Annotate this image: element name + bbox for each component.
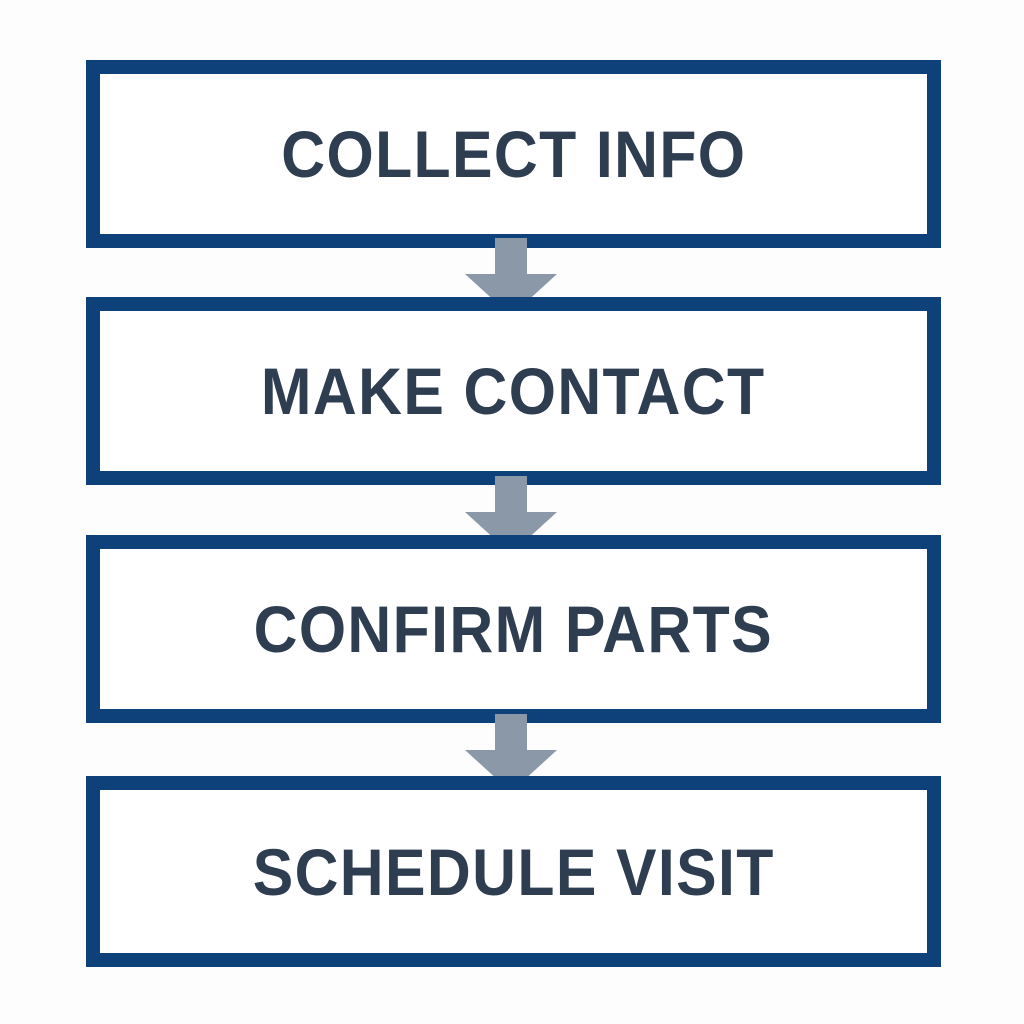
flowchart-step-confirm-parts[interactable]: CONFIRM PARTS (86, 535, 941, 723)
flowchart-step-make-contact[interactable]: MAKE CONTACT (86, 297, 941, 485)
flowchart-step-label: COLLECT INFO (280, 117, 747, 191)
flowchart-step-schedule-visit[interactable]: SCHEDULE VISIT (86, 776, 941, 967)
flowchart-step-label: MAKE CONTACT (261, 354, 766, 428)
flowchart-step-label: CONFIRM PARTS (253, 592, 774, 666)
flowchart-step-collect-info[interactable]: COLLECT INFO (86, 60, 941, 248)
flowchart-step-label: SCHEDULE VISIT (252, 834, 775, 909)
